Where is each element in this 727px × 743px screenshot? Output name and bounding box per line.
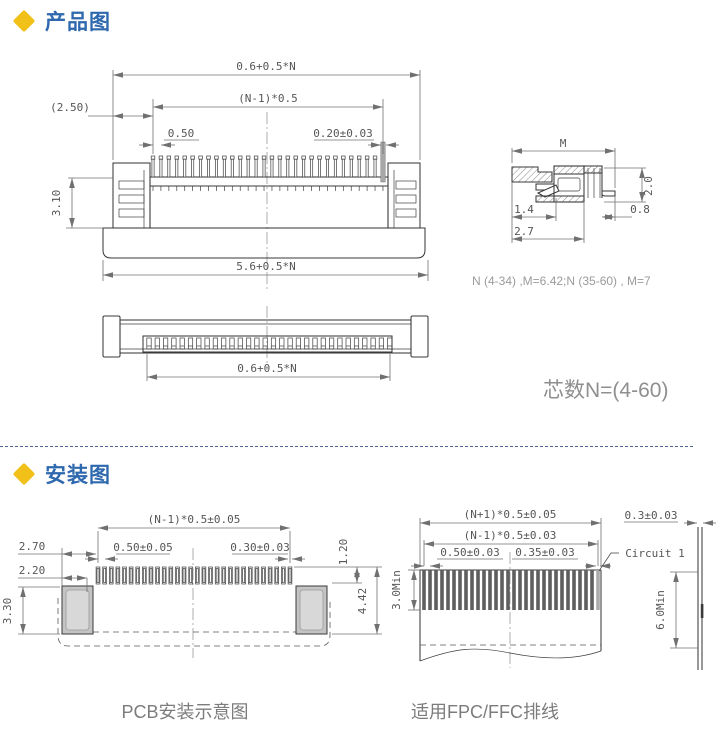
pcb-layout-view: (N-1)*0.5±0.05 0.50±0.05 0.30±0.03 2.70 … [1,513,382,658]
install-section-header: 安装图 [12,459,111,489]
dim-label: 2.0 [642,176,655,196]
dim-label: 4.42 [356,588,369,615]
dim-label: 0.6+0.5*N [236,60,296,73]
dim-label: (N-1)*0.5±0.03 [464,529,557,542]
dim-label: 3.30 [1,598,14,625]
pcb-view-caption: PCB安装示意图 [121,702,249,722]
product-side-view: M 2.0 1.4 2.7 0.8 [511,137,655,243]
dim-label: 0.30±0.03 [230,541,290,554]
dim-label: 0.20±0.03 [313,127,373,140]
dim-label: 1.4 [514,203,534,216]
dim-label: 2.70 [19,540,46,553]
diamond-icon [12,9,36,33]
fpc-view-caption: 适用FPC/FFC排线 [411,702,559,722]
dim-label: 0.50±0.03 [440,546,500,559]
dim-label: 0.35±0.03 [515,546,575,559]
dim-label: 0.6+0.5*N [237,362,297,375]
dim-label: 3.10 [50,190,63,217]
section-title: 产品图 [45,11,111,34]
circuit-1-label: Circuit 1 [625,547,685,560]
fpc-side-profile: 0.3±0.03 6.0Min [624,509,716,670]
dim-label: 6.0Min [654,590,667,630]
dim-label: 0.8 [630,203,650,216]
front-view-pin-tails [152,185,384,192]
section-divider [0,446,693,447]
pin-count-note: 芯数N=(4-60) [543,379,669,402]
dim-label: 2.20 [19,564,46,577]
dim-label: 2.7 [514,225,534,238]
pcb-solder-pads [95,566,293,585]
circuit-1-conductor [596,570,600,610]
fpc-cable-view: (N+1)*0.5±0.05 (N-1)*0.5±0.03 0.50±0.03 … [390,508,685,668]
diamond-icon [12,462,36,486]
dim-label: (N-1)*0.5±0.05 [148,513,241,526]
dim-label: 0.3±0.03 [625,509,678,522]
front-view-pins [150,155,386,178]
dim-label: (N+1)*0.5±0.05 [464,508,557,521]
section-title: 安装图 [45,464,111,487]
dim-label: M [560,137,567,150]
bottom-view-pins [146,337,393,350]
product-front-view: 0.6+0.5*N (N-1)*0.5 (2.50) 0.50 0.20±0.0… [50,60,429,292]
dim-label: (2.50) [50,101,90,114]
dim-label: 1.20 [337,539,350,566]
dim-label: 3.0Min [390,570,403,610]
depth-note: N (4-34) ,M=6.42;N (35-60) , M=7 [472,274,651,288]
dim-label: 5.6+0.5*N [236,260,296,273]
product-bottom-view: 0.6+0.5*N [102,306,429,381]
fpc-conductors [422,570,594,610]
dim-label: (N-1)*0.5 [238,92,298,105]
dim-label: 0.50 [168,127,195,140]
product-section-header: 产品图 [12,6,111,36]
dim-label: 0.50±0.05 [113,541,173,554]
